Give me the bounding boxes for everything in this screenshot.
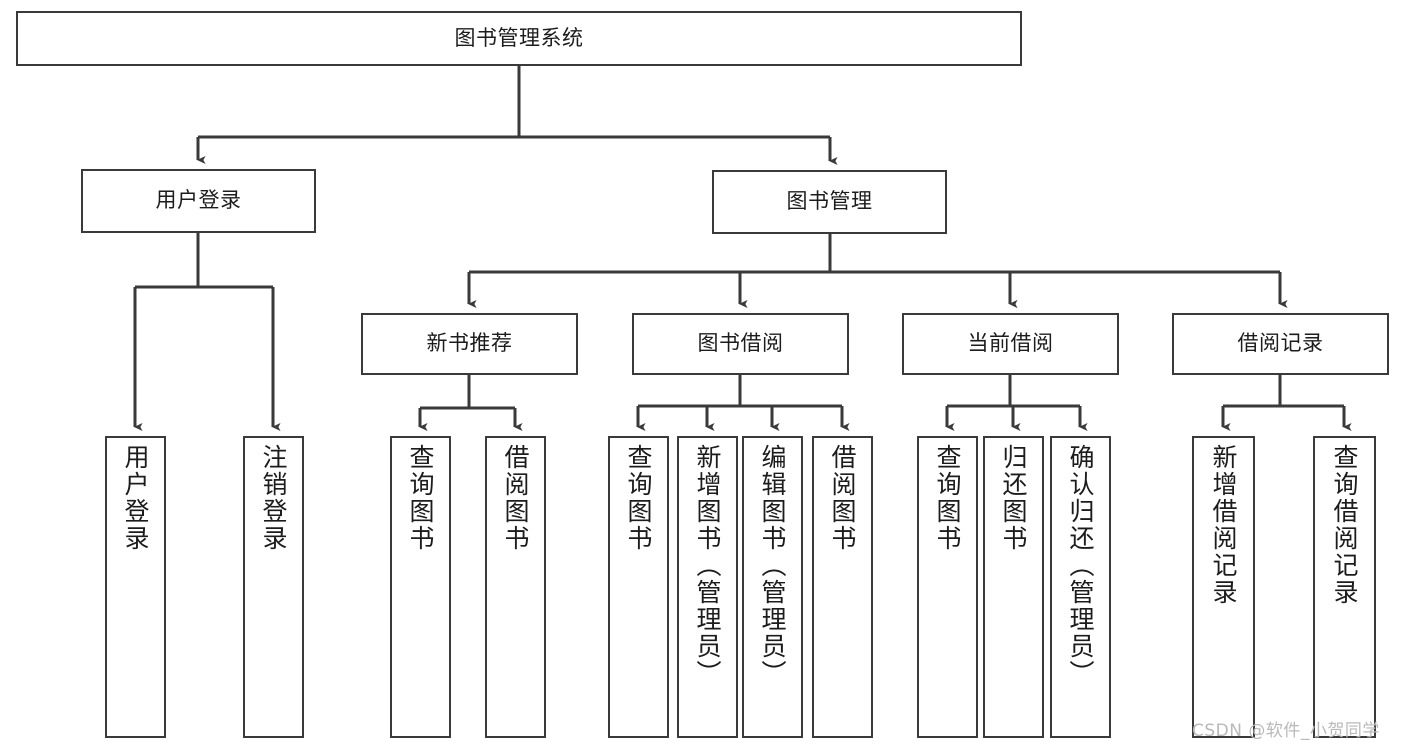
leaf-new-book-query[interactable]: 查询图书 [390,436,451,738]
node-label: 图书管理系统 [454,25,584,50]
node-label: 当前借阅 [967,331,1054,356]
node-label: 借阅图书 [828,444,857,552]
node-borrow-record[interactable]: 借阅记录 [1172,313,1389,375]
leaf-borrow-query-book[interactable]: 查询图书 [608,436,669,738]
node-current-borrow[interactable]: 当前借阅 [902,313,1119,375]
leaf-borrow-edit-book[interactable]: 编辑图书（管理员） [742,436,803,738]
leaf-current-return-book[interactable]: 归还图书 [983,436,1044,738]
leaf-record-query[interactable]: 查询借阅记录 [1313,436,1376,738]
leaf-new-book-borrow[interactable]: 借阅图书 [485,436,546,738]
node-label: 借阅记录 [1237,331,1324,356]
node-label: 图书管理 [786,189,873,214]
leaf-user-login-login[interactable]: 用户登录 [105,436,166,738]
node-root-system[interactable]: 图书管理系统 [16,11,1022,66]
node-label: 新增借阅记录 [1209,444,1238,606]
node-label: 注销登录 [259,444,288,552]
leaf-current-query-book[interactable]: 查询图书 [917,436,978,738]
node-user-login[interactable]: 用户登录 [81,169,316,233]
node-label: 用户登录 [155,188,242,213]
node-label: 确认归还（管理员） [1066,444,1095,687]
node-label: 图书借阅 [697,331,784,356]
node-new-book-recommend[interactable]: 新书推荐 [361,313,578,375]
node-label: 新书推荐 [426,331,513,356]
leaf-record-add[interactable]: 新增借阅记录 [1192,436,1255,738]
node-book-management[interactable]: 图书管理 [712,170,947,234]
node-label: 查询借阅记录 [1330,444,1359,606]
leaf-user-login-logout[interactable]: 注销登录 [243,436,304,738]
node-label: 新增图书（管理员） [693,444,722,687]
node-book-borrow[interactable]: 图书借阅 [632,313,849,375]
node-label: 编辑图书（管理员） [758,444,787,687]
node-label: 查询图书 [406,444,435,552]
node-label: 归还图书 [999,444,1028,552]
node-label: 查询图书 [624,444,653,552]
node-label: 查询图书 [933,444,962,552]
leaf-current-confirm-return[interactable]: 确认归还（管理员） [1050,436,1111,738]
leaf-borrow-borrow-book[interactable]: 借阅图书 [812,436,873,738]
node-label: 借阅图书 [501,444,530,552]
node-label: 用户登录 [121,444,150,552]
leaf-borrow-add-book[interactable]: 新增图书（管理员） [677,436,738,738]
